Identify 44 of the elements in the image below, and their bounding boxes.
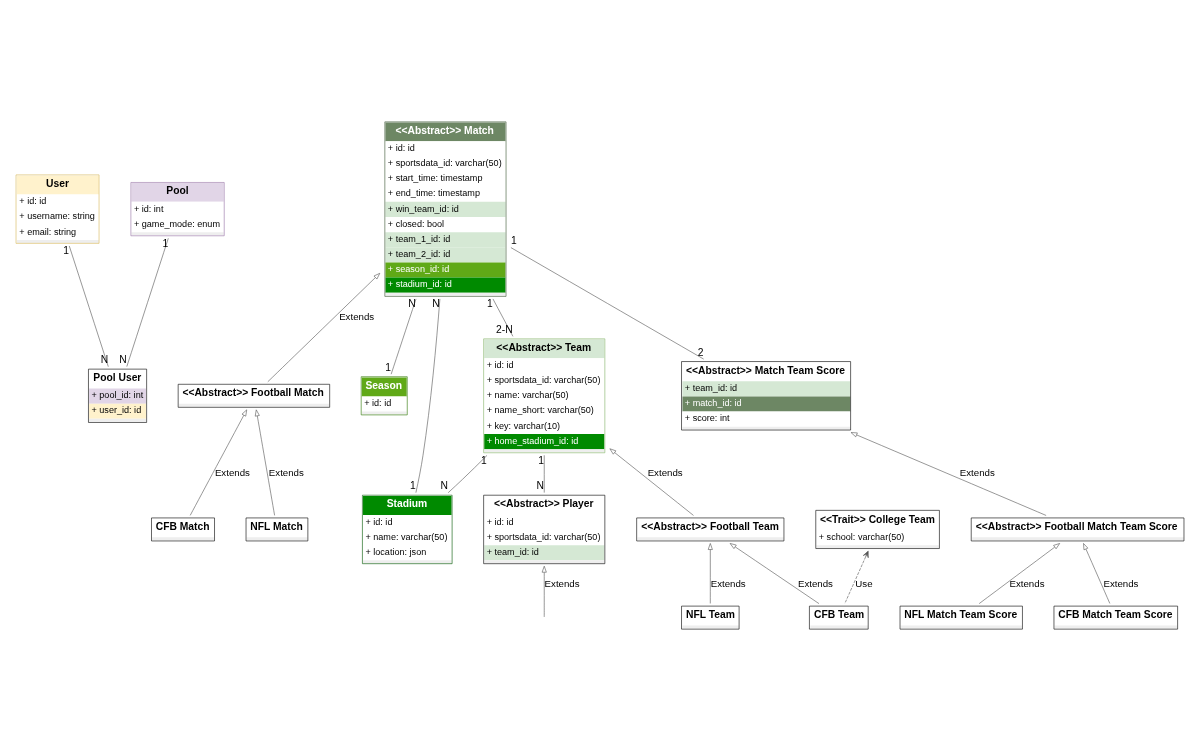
connector [390,298,417,375]
arrow [978,542,1060,604]
connector [68,245,109,367]
label: N [408,297,416,309]
label: 2 [697,346,704,358]
label: N [100,353,109,365]
arrow [850,431,1047,516]
arrow [254,409,275,516]
edge-label: Extends [797,577,833,589]
connector [447,454,488,493]
label: 1 [481,454,487,466]
label: 1 [410,479,416,491]
arrow [1083,542,1111,604]
edge-label: Extends [647,466,683,478]
edge-label: Extends [268,466,304,478]
label: 1 [162,237,169,249]
label: N [119,353,127,365]
arrow [844,550,869,604]
edge-label: Extends [710,577,746,589]
connector [510,246,704,359]
arrow [189,409,248,516]
label: 1 [63,244,70,256]
label: N [536,479,545,491]
label: N [432,297,440,309]
label: 1 [487,297,493,309]
edge-label: Extends [339,310,375,322]
edge-label: Extends [1103,577,1139,589]
label: 1 [511,234,517,246]
edge-label: Extends [214,466,250,478]
edge-label: Extends [959,466,995,478]
label: N [440,479,448,491]
arrow [267,272,381,382]
edge-label: Extends [544,577,580,589]
connector [126,237,169,367]
label: 1 [538,454,545,466]
label: 1 [385,361,391,373]
arrow [609,447,694,516]
connector [415,298,441,493]
label: 2-N [496,323,513,335]
arrow [541,565,547,617]
edge-label: Extends [1009,577,1045,589]
arrow [707,542,713,604]
edge-label: Use [855,577,873,589]
arrow [729,542,820,604]
